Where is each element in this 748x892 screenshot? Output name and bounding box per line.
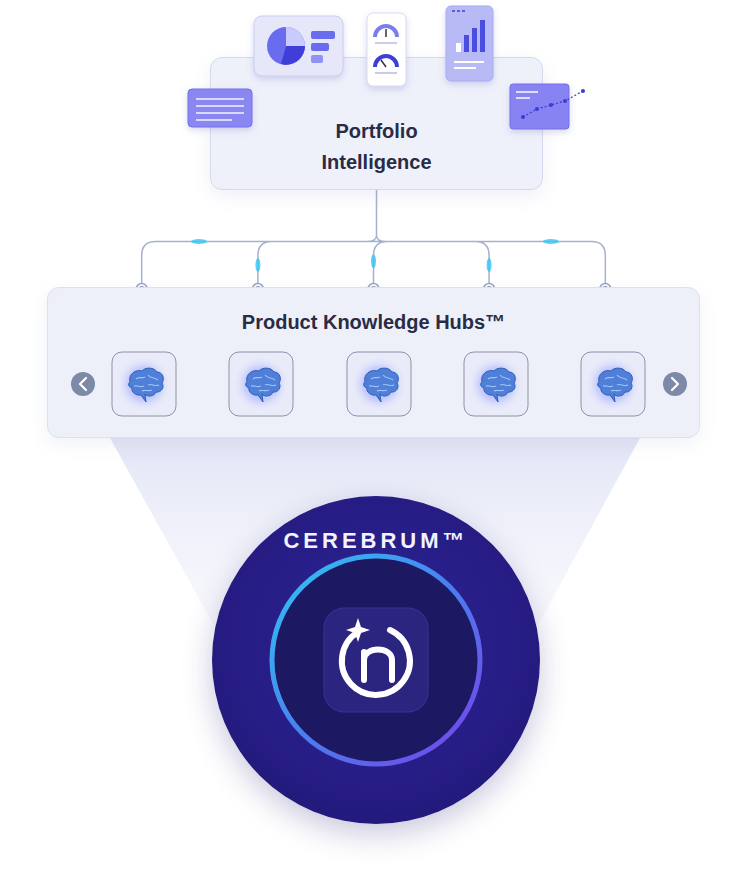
brand-name: CEREBRUM™ [283, 528, 468, 554]
knowledge-hub-tiles [47, 287, 700, 438]
summary-box: Portfolio Intelligence [210, 57, 543, 190]
box-title: Product Knowledge Hubs™ [242, 309, 505, 335]
core-circle: CEREBRUM™ [212, 496, 540, 824]
hub-panel: Product Knowledge Hubs™ [47, 287, 700, 438]
box-title: Portfolio Intelligence [297, 116, 457, 178]
branch-connector [136, 190, 611, 295]
